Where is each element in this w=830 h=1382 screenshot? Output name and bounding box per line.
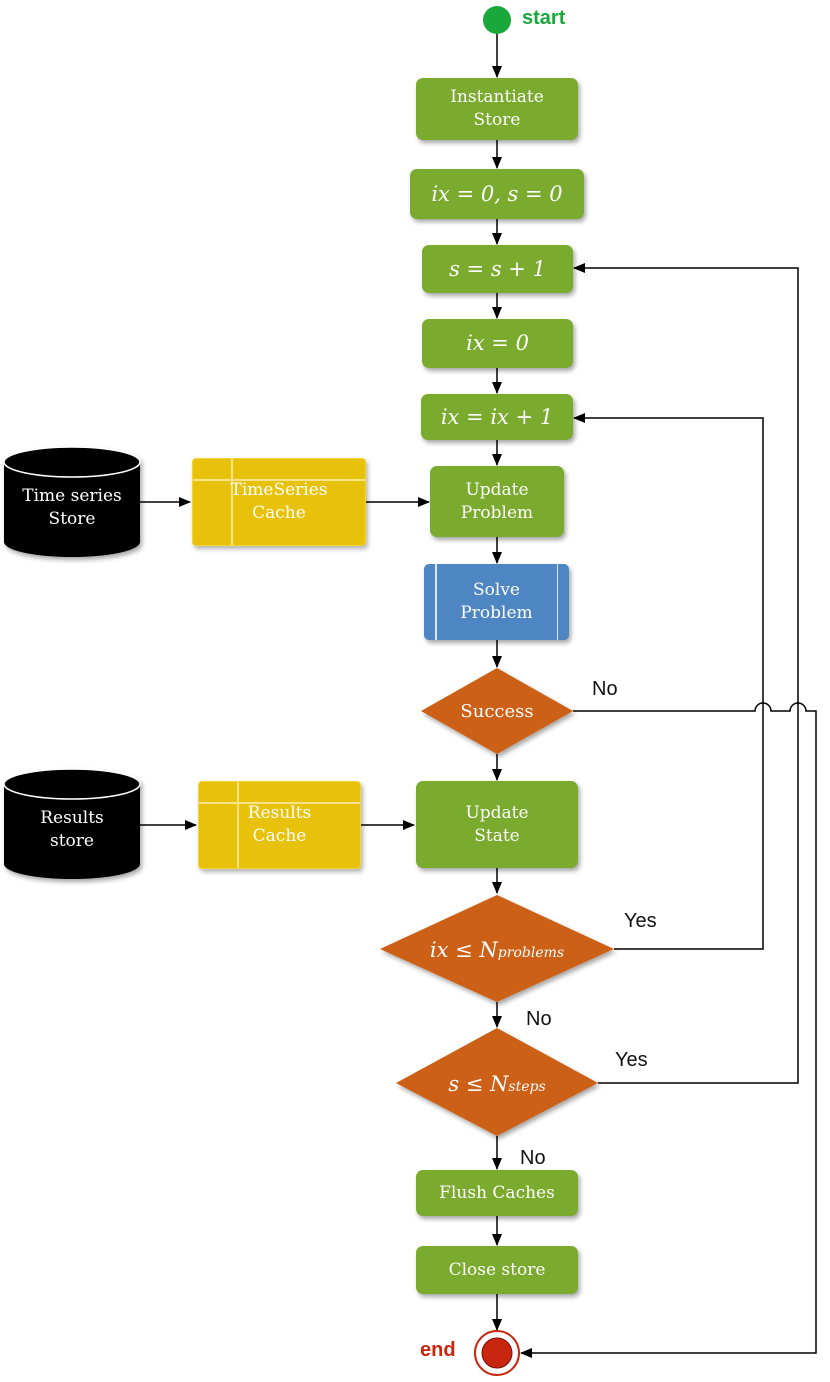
steps-yes-label: Yes: [615, 1049, 648, 1071]
init-counters-box: ix = 0, s = 0: [410, 169, 584, 219]
check-steps-subscript: steps: [508, 1079, 546, 1095]
cache-divider-horizontal: [199, 802, 360, 804]
edge-problems-yes-loop: [573, 413, 764, 950]
instantiate-store-text: Instantiate Store: [450, 87, 544, 130]
success-text: Success: [421, 696, 573, 726]
check-steps-decision: [396, 1028, 598, 1136]
flush-caches-text: Flush Caches: [439, 1182, 555, 1203]
results-cache-text: Results Cache: [247, 803, 312, 846]
results-cache-box: Results Cache: [198, 781, 361, 869]
results-store-cylinder: [3, 768, 141, 879]
instantiate-store-box: Instantiate Store: [416, 78, 578, 140]
cache-divider-vertical: [231, 459, 233, 545]
check-problems-decision: [380, 895, 614, 1002]
timeseries-cache-box: TimeSeries Cache: [192, 458, 366, 546]
problems-no-label: No: [526, 1008, 552, 1030]
check-problems-subscript: problems: [497, 945, 565, 961]
success-label: Success: [460, 700, 534, 722]
end-label: end: [420, 1339, 456, 1361]
reset-ix-text: ix = 0: [466, 331, 529, 355]
close-store-text: Close store: [448, 1259, 546, 1280]
solve-rail-right: [556, 564, 558, 640]
check-steps-main: s ≤ N: [448, 1072, 509, 1096]
edge-steps-yes-loop: [573, 263, 799, 1084]
close-store-box: Close store: [416, 1246, 578, 1294]
end-node-inner: [481, 1337, 513, 1369]
update-problem-text: Update Problem: [460, 479, 534, 523]
update-problem-box: Update Problem: [430, 466, 564, 537]
flush-caches-box: Flush Caches: [416, 1170, 578, 1216]
increment-ix-text: ix = ix + 1: [440, 404, 554, 429]
update-state-box: Update State: [416, 781, 578, 868]
problems-yes-label: Yes: [624, 910, 657, 932]
start-label: start: [522, 7, 566, 29]
check-problems-main: ix ≤ N: [429, 938, 498, 962]
increment-ix-box: ix = ix + 1: [421, 394, 573, 440]
cache-divider-vertical: [237, 782, 239, 868]
reset-ix-box: ix = 0: [422, 319, 573, 368]
steps-no-label: No: [520, 1147, 546, 1169]
timeseries-cache-text: TimeSeries Cache: [230, 480, 328, 523]
cache-divider-horizontal: [193, 479, 365, 481]
solve-problem-text: Solve Problem: [460, 580, 533, 623]
update-state-text: Update State: [465, 802, 529, 846]
results-store-label: Results store: [40, 808, 104, 851]
increment-s-text: s = s + 1: [449, 256, 546, 281]
success-decision: [421, 668, 573, 754]
time-series-store-cylinder: [3, 446, 141, 557]
increment-s-box: s = s + 1: [422, 245, 573, 293]
time-series-store-label: Time series Store: [22, 486, 122, 529]
start-node: [483, 6, 511, 34]
solve-rail-left: [435, 564, 437, 640]
solve-problem-box: Solve Problem: [424, 564, 569, 640]
init-counters-text: ix = 0, s = 0: [431, 181, 563, 206]
success-no-label: No: [592, 678, 618, 700]
edge-success-no-to-end: [520, 702, 817, 1358]
